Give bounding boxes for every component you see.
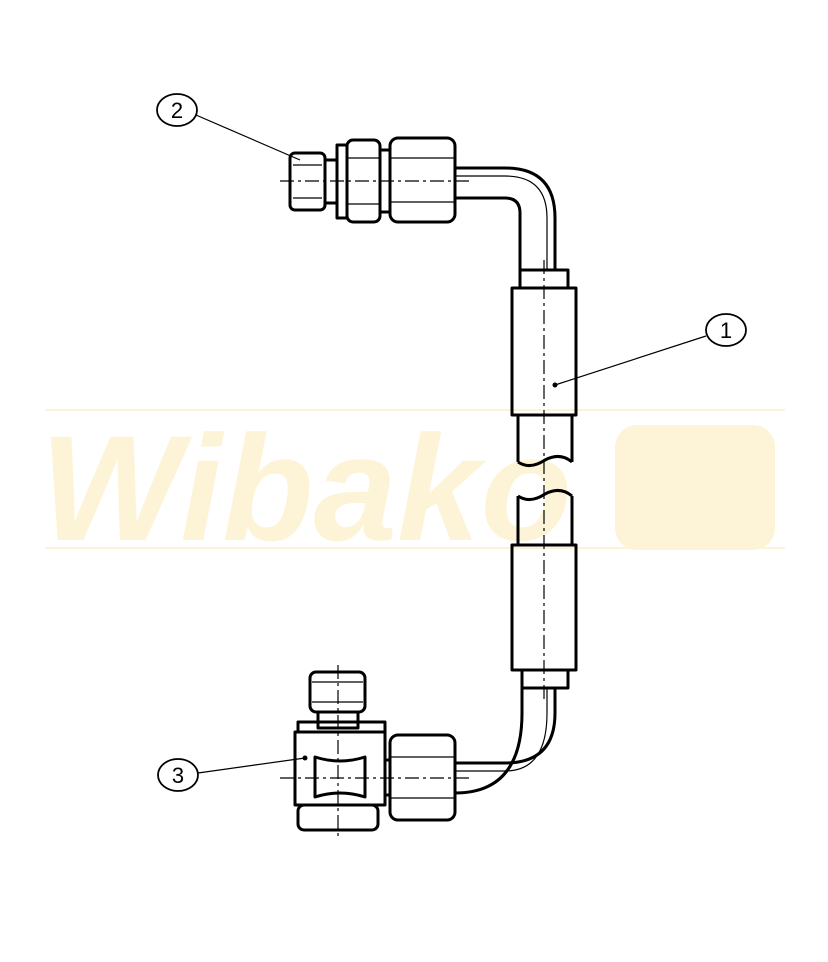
hose [454, 166, 578, 795]
callout-2: 2 [156, 93, 301, 161]
watermark: Wibako [40, 404, 785, 572]
watermark-text: Wibako [40, 404, 572, 572]
callout-1-label: 1 [720, 318, 732, 343]
callout-3-label: 3 [172, 763, 184, 788]
watermark-logo-icon [615, 425, 775, 550]
callout-2-label: 2 [171, 98, 183, 123]
callout-3: 3 [157, 755, 308, 792]
callout-1: 1 [552, 313, 747, 388]
straight-fitting [280, 136, 470, 224]
banjo-fitting [280, 665, 470, 840]
